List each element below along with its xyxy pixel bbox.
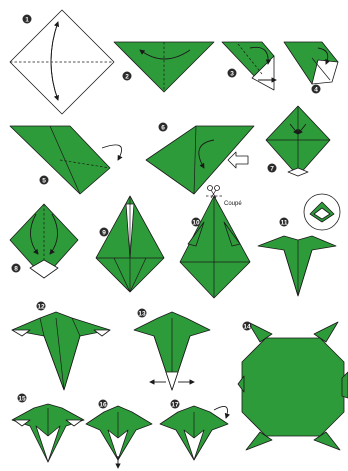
step-badge-1: 1 xyxy=(23,15,32,24)
step-16-diagram xyxy=(86,406,152,468)
svg-text:11: 11 xyxy=(281,220,288,227)
svg-text:16: 16 xyxy=(99,402,107,409)
svg-text:8: 8 xyxy=(14,266,18,273)
step-12-diagram xyxy=(12,312,110,390)
step-badge-9: 9 xyxy=(100,228,109,237)
step-badge-14: 14 xyxy=(243,322,252,331)
step-9-diagram xyxy=(96,196,164,292)
step-badge-7: 7 xyxy=(268,164,277,173)
svg-text:9: 9 xyxy=(102,230,106,237)
svg-text:3: 3 xyxy=(230,71,234,78)
svg-text:17: 17 xyxy=(171,402,179,409)
step-badge-3: 3 xyxy=(228,69,237,78)
svg-text:7: 7 xyxy=(270,166,274,173)
hollow-arrow-icon xyxy=(228,152,248,168)
svg-text:15: 15 xyxy=(18,396,26,403)
step-badge-6: 6 xyxy=(159,123,168,132)
step-badge-4: 4 xyxy=(312,85,321,94)
step-badge-5: 5 xyxy=(40,176,49,185)
step-badge-8: 8 xyxy=(12,264,21,273)
step-1-diagram xyxy=(10,10,114,114)
step-5-diagram xyxy=(10,126,122,194)
step-17-diagram xyxy=(160,406,228,460)
step-2-diagram xyxy=(114,42,214,92)
step-badge-12: 12 xyxy=(37,302,46,311)
svg-text:13: 13 xyxy=(138,311,146,318)
svg-text:5: 5 xyxy=(42,178,46,185)
step-badge-11: 11 xyxy=(280,218,289,227)
cut-label: Coupé xyxy=(224,201,242,207)
step-badge-10: 10 xyxy=(192,218,201,227)
step-15-diagram xyxy=(12,404,84,462)
svg-text:6: 6 xyxy=(161,125,165,132)
step-badge-13: 13 xyxy=(138,309,147,318)
svg-text:1: 1 xyxy=(25,17,29,24)
step-6-diagram xyxy=(146,126,254,194)
svg-text:12: 12 xyxy=(37,304,45,311)
svg-text:14: 14 xyxy=(243,324,251,331)
step-badge-15: 15 xyxy=(18,394,27,403)
step-13-diagram xyxy=(134,312,210,390)
step-4-diagram xyxy=(284,42,338,84)
step-badge-2: 2 xyxy=(123,72,132,81)
step-10-diagram: Coupé xyxy=(180,186,250,299)
step-badge-17: 17 xyxy=(171,400,180,409)
svg-text:2: 2 xyxy=(125,74,129,81)
svg-text:10: 10 xyxy=(192,220,200,227)
step-11-diagram xyxy=(258,194,340,296)
svg-text:4: 4 xyxy=(314,87,318,94)
step-14-diagram xyxy=(238,322,348,450)
step-3-diagram xyxy=(222,42,276,90)
step-badge-16: 16 xyxy=(99,400,108,409)
